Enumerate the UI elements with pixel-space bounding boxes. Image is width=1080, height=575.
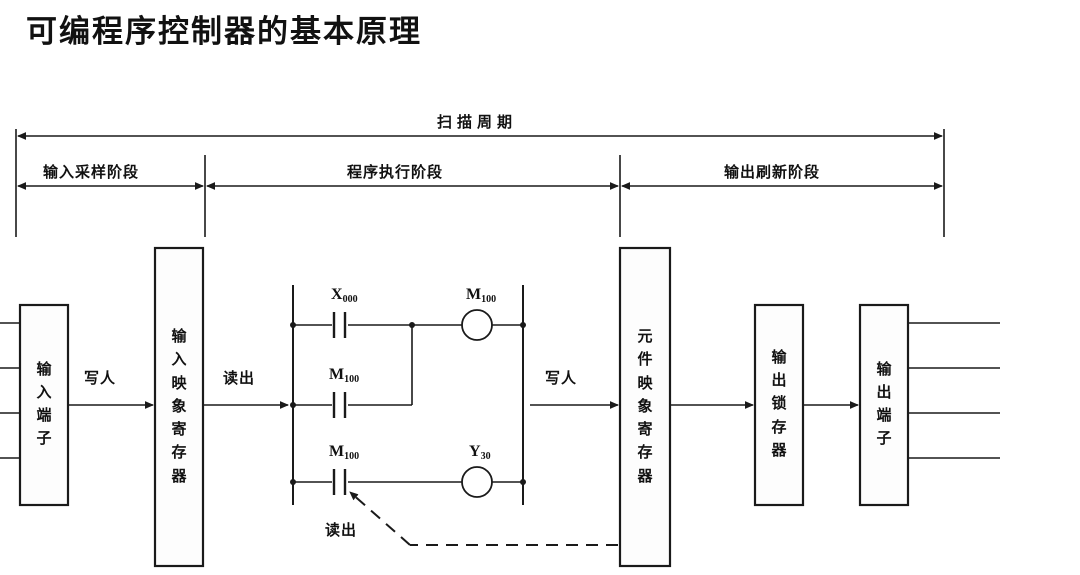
designator-x000: X000 bbox=[331, 286, 358, 305]
ladder-rung-branch bbox=[293, 325, 413, 406]
char: 映 bbox=[171, 375, 187, 392]
designator-letter: M bbox=[329, 443, 345, 460]
designator-letter: M bbox=[329, 366, 345, 383]
flow-label-read-1: 读出 bbox=[223, 371, 256, 387]
scan-cycle-label: 扫描周期 bbox=[437, 115, 518, 131]
char: 输 bbox=[36, 361, 52, 378]
char: 端 bbox=[876, 408, 892, 424]
ladder-junction-dots bbox=[290, 322, 526, 485]
char: 寄 bbox=[637, 422, 653, 439]
phase-label-output-refresh: 输出刷新阶段 bbox=[724, 165, 821, 181]
phase-label-program-execution: 程序执行阶段 bbox=[347, 165, 444, 181]
char: 存 bbox=[771, 419, 787, 436]
block-label-input-terminals: 输 入 端 子 bbox=[20, 305, 68, 505]
char: 出 bbox=[771, 373, 787, 390]
input-terminal-wires bbox=[0, 322, 20, 459]
char: 象 bbox=[637, 398, 653, 415]
block-label-element-image-register: 元 件 映 象 寄 存 器 bbox=[620, 255, 670, 560]
char: 象 bbox=[171, 398, 187, 415]
flow-label-write-1: 写人 bbox=[84, 371, 117, 387]
char: 器 bbox=[171, 468, 187, 485]
designator-number: 100 bbox=[481, 294, 497, 305]
block-output-terminals bbox=[858, 303, 910, 507]
designator-m100-branch: M100 bbox=[329, 366, 360, 385]
char: 器 bbox=[771, 442, 787, 459]
char: 入 bbox=[36, 384, 52, 401]
block-input-image-register bbox=[153, 246, 205, 568]
block-label-input-image-register: 输 入 映 象 寄 存 器 bbox=[155, 255, 203, 560]
char: 入 bbox=[171, 352, 187, 369]
char: 元 bbox=[637, 329, 653, 346]
char: 端 bbox=[36, 408, 52, 424]
coil-m100 bbox=[461, 309, 493, 341]
char: 输 bbox=[771, 349, 787, 366]
char: 子 bbox=[36, 431, 52, 448]
designator-number: 000 bbox=[342, 294, 358, 305]
coil-y30 bbox=[461, 466, 493, 498]
block-label-output-terminals: 输 出 端 子 bbox=[860, 305, 908, 505]
flow-label-write-2: 写人 bbox=[545, 371, 578, 387]
char: 输 bbox=[876, 361, 892, 378]
designator-letter: Y bbox=[469, 443, 481, 460]
char: 子 bbox=[876, 431, 892, 448]
char: 锁 bbox=[771, 396, 787, 413]
block-label-output-latch-register: 输 出 锁 存 器 bbox=[755, 305, 803, 505]
char: 存 bbox=[637, 445, 653, 462]
output-terminal-wires bbox=[908, 322, 1000, 459]
page-title: 可编程序控制器的基本原理 bbox=[26, 14, 422, 49]
designator-number: 100 bbox=[344, 451, 360, 462]
block-output-latch-register bbox=[753, 303, 805, 507]
char: 寄 bbox=[171, 422, 187, 439]
designator-m100-coil: M100 bbox=[466, 286, 497, 305]
char: 输 bbox=[171, 329, 187, 346]
phase-label-input-sampling: 输入采样阶段 bbox=[43, 165, 140, 181]
contact-x000 bbox=[332, 312, 347, 338]
designator-letter: M bbox=[466, 286, 482, 303]
flow-label-read-2: 读出 bbox=[325, 523, 358, 539]
feedback-dashed-read-path bbox=[349, 491, 618, 546]
designator-y30-coil: Y30 bbox=[469, 443, 491, 462]
designator-letter: X bbox=[331, 286, 343, 303]
designator-number: 100 bbox=[344, 374, 360, 385]
contact-m100-branch bbox=[332, 392, 347, 418]
char: 件 bbox=[637, 352, 653, 369]
designator-m100-bottom: M100 bbox=[329, 443, 360, 462]
block-input-terminals bbox=[18, 303, 70, 507]
char: 出 bbox=[876, 384, 892, 401]
contact-m100-bottom bbox=[332, 469, 347, 495]
char: 器 bbox=[637, 468, 653, 485]
char: 映 bbox=[637, 375, 653, 392]
block-element-image-register bbox=[618, 246, 672, 568]
char: 存 bbox=[171, 445, 187, 462]
designator-number: 30 bbox=[480, 451, 491, 462]
